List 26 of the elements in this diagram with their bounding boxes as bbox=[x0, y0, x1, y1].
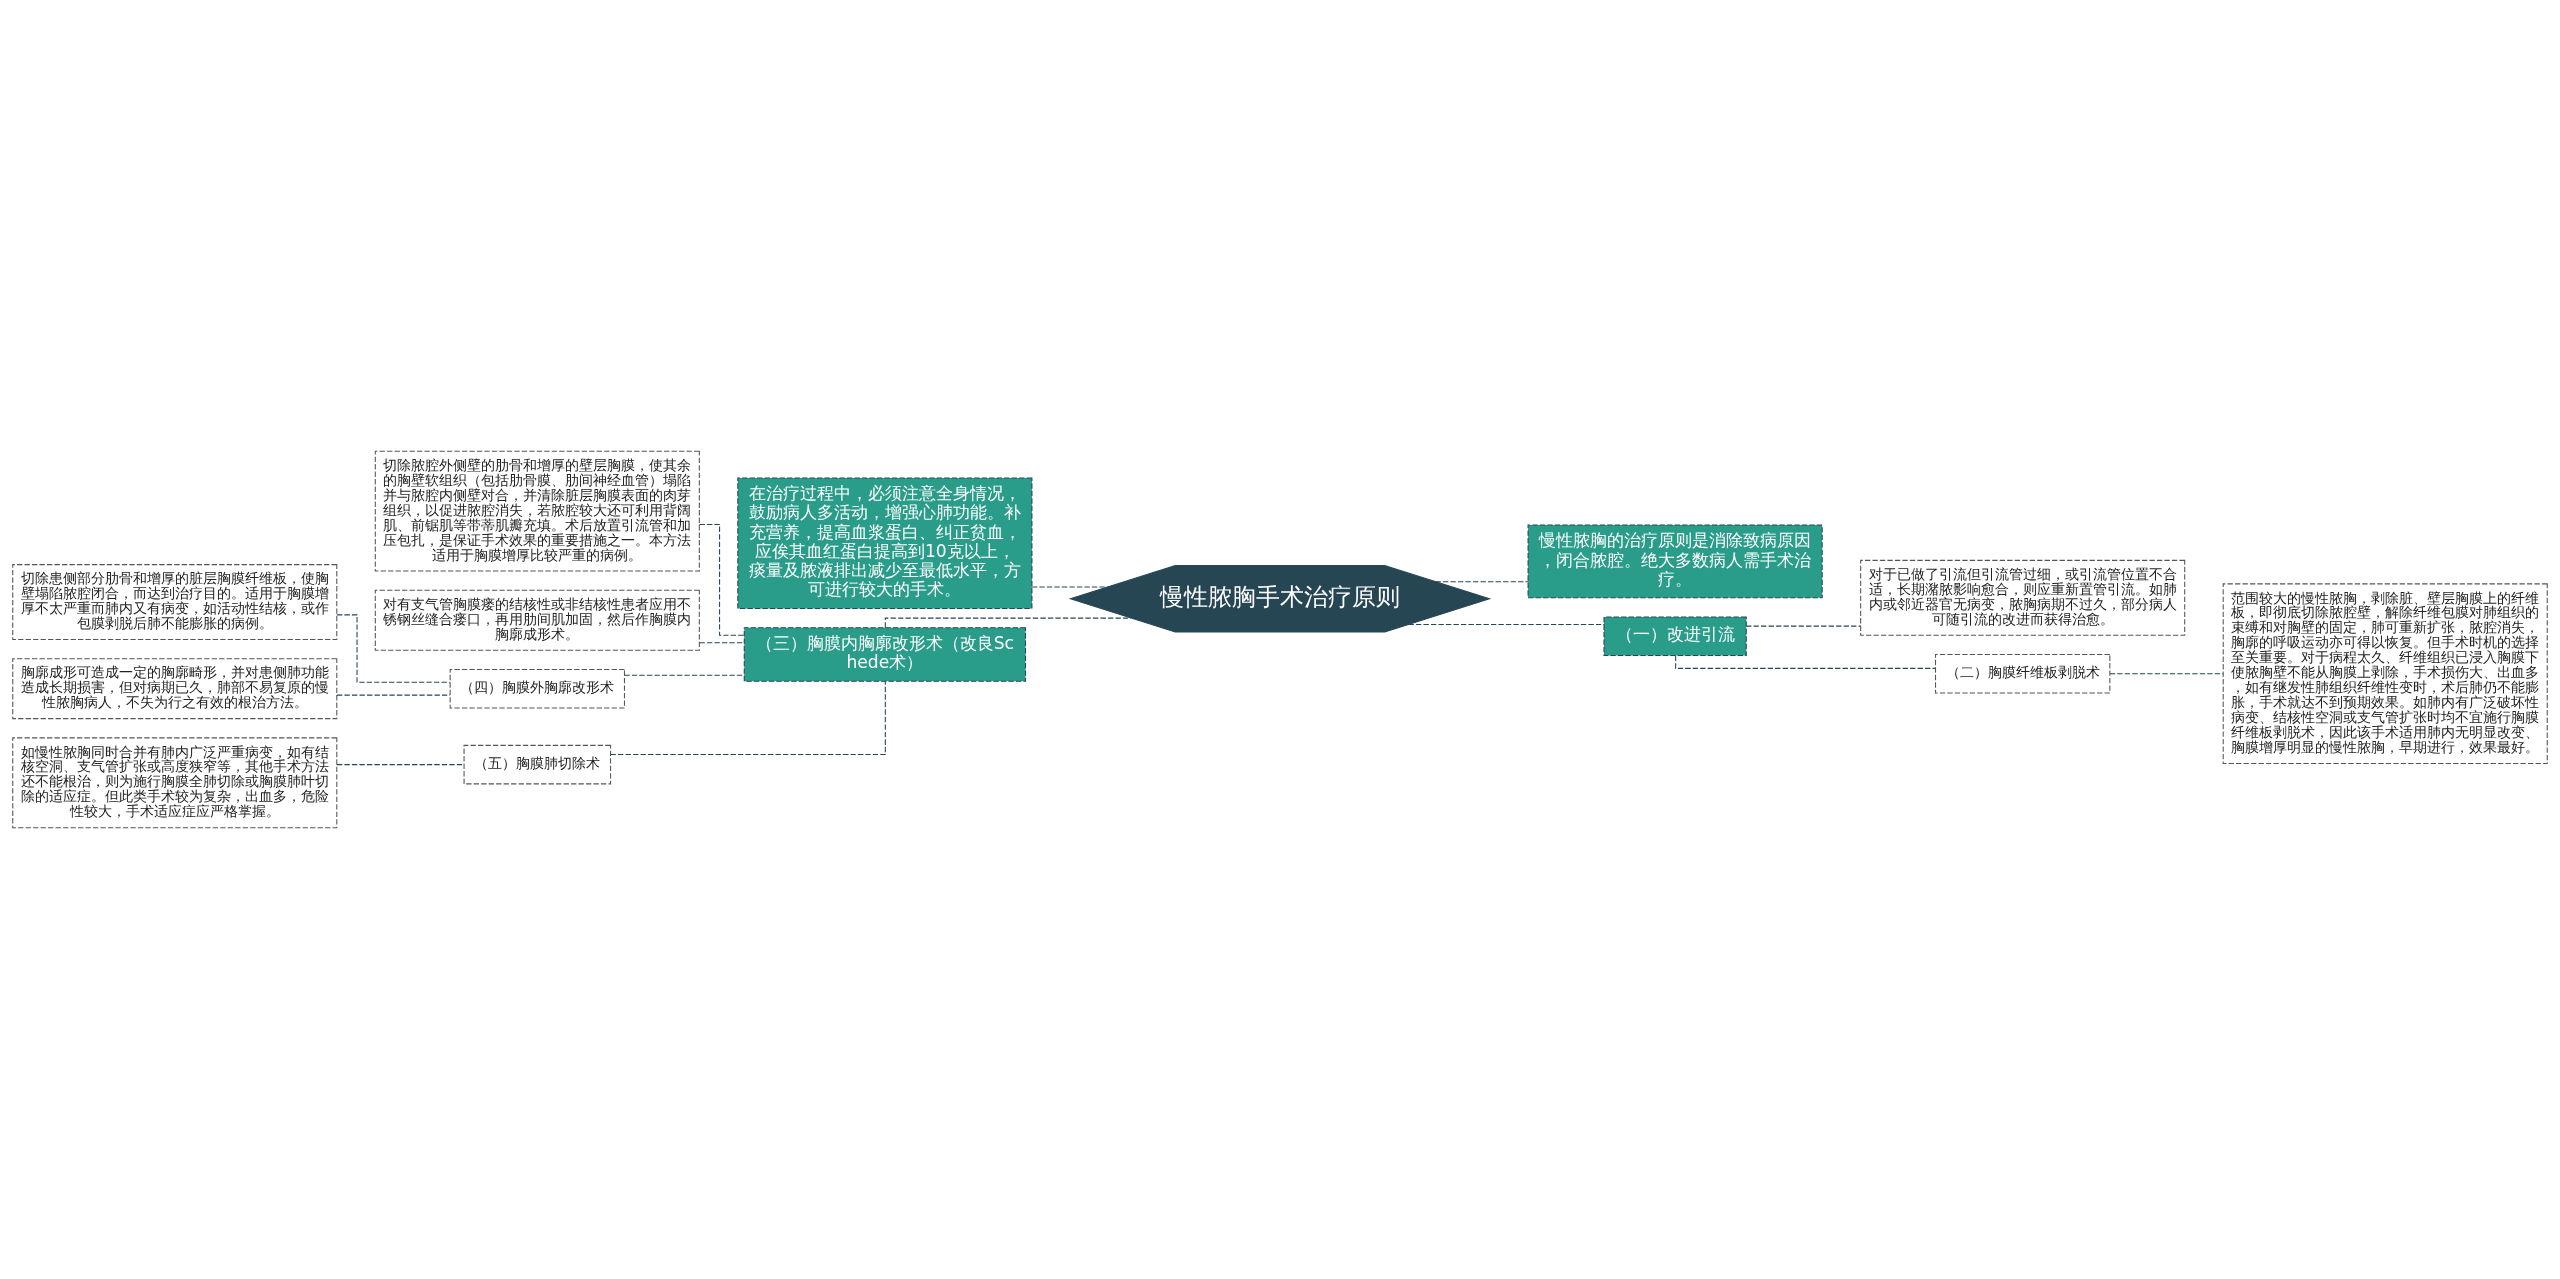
node-box: 切除脓腔外侧壁的肋骨和增厚的壁层胸膜，使其余的胸壁软组织（包括肋骨膜、肋间神经血管）塌陷并与脓腔内侧壁对合，并清除脏层胸膜表面的肉芽组织，以促进脓腔消失，若脓腔较大还可利用背阔肌、前锯肌等带蒂肌瓣充填。术后放置引流管和加压包扎，是保证手术效果的重要措施之一。本方法适用于胸膜增厚比较严重的病例。 bbox=[374, 450, 700, 572]
connector bbox=[624, 674, 745, 676]
connector bbox=[336, 694, 451, 696]
node-box: （一）改进引流 bbox=[1603, 616, 1747, 657]
connector bbox=[884, 617, 1132, 629]
connector bbox=[698, 642, 745, 644]
node-box: （五）胸膜肺切除术 bbox=[463, 744, 612, 785]
node-box: 慢性脓胸的治疗原则是消除致病原因，闭合脓腔。绝大多数病人需手术治疗。 bbox=[1527, 524, 1823, 599]
node-box: 胸廓成形可造成一定的胸廓畸形，并对患侧肺功能造成长期损害，但对病期已久，肺部不易复原的慢性脓胸病人，不失为行之有效的根治方法。 bbox=[12, 658, 338, 720]
node-box: （三）胸膜内胸廓改形术（改良Schede术） bbox=[743, 627, 1027, 682]
connector bbox=[2109, 673, 2224, 675]
node-box: 在治疗过程中，必须注意全身情况，鼓励病人多活动，增强心肺功能。补充营养，提高血浆蛋白、纠正贫血，应俟其血红蛋白提高到10克以上，痰量及脓液排出减少至最低水平，方可进行较大的手术。 bbox=[737, 477, 1033, 610]
node-box: 如慢性脓胸同时合并有肺内广泛严重病变，如有结核空洞、支气管扩张或高度狭窄等，其他手术方法还不能根治，则为施行胸膜全肺切除或胸膜肺叶切除的适应症。但此类手术较为复杂，出血多，危险性较大，手术适应症应严格掌握。 bbox=[12, 737, 338, 829]
node-box: 范围较大的慢性脓胸，剥除脏、壁层胸膜上的纤维板，即彻底切除脓腔壁，解除纤维包膜对肺组织的束缚和对胸壁的固定，肺可重新扩张，脓腔消失，胸廓的呼吸运动亦可得以恢复。但手术时机的选择至关重要。对于病程太久、纤维组织已浸入胸膜下使脓胸壁不能从胸膜上剥除，手术损伤大、出血多，如有继发性肺组织纤维性变时，术后肺仍不能膨胀，手术就达不到预期效果。如肺内有广泛破坏性病变、结核性空洞或支气管扩张时均不宜施行胸膜纤维板剥脱术，因此该手术适用肺内无明显改变、胸膜增厚明显的慢性脓胸，早期进行，效果最好。 bbox=[2222, 583, 2548, 765]
connector bbox=[336, 764, 465, 766]
node-box: （二）胸膜纤维板剥脱术 bbox=[1935, 653, 2111, 694]
connector bbox=[1745, 625, 1862, 627]
connector bbox=[1031, 586, 1108, 588]
node-box: （四）胸膜外胸廓改形术 bbox=[449, 668, 625, 709]
connector bbox=[1435, 581, 1529, 583]
connector bbox=[1408, 624, 1605, 626]
node-box: 对于已做了引流但引流管过细，或引流管位置不合适，长期潴脓影响愈合，则应重新置管引流。如肺内或邻近器官无病变，脓胸病期不过久，部分病人可随引流的改进而获得治愈。 bbox=[1860, 559, 2186, 636]
connector bbox=[610, 680, 886, 755]
connector bbox=[1675, 655, 1936, 669]
node-box: 切除患侧部分肋骨和增厚的脏层胸膜纤维板，使胸壁塌陷脓腔闭合，而达到治疗目的。适用于胸膜增厚不太严重而肺内又有病变，如活动性结核，或作包膜剥脱后肺不能膨胀的病例。 bbox=[12, 564, 338, 641]
node-box: 对有支气管胸膜瘘的结核性或非结核性患者应用不锈钢丝缝合瘘口，再用肋间肌加固，然后作胸膜内胸廓成形术。 bbox=[374, 589, 700, 651]
